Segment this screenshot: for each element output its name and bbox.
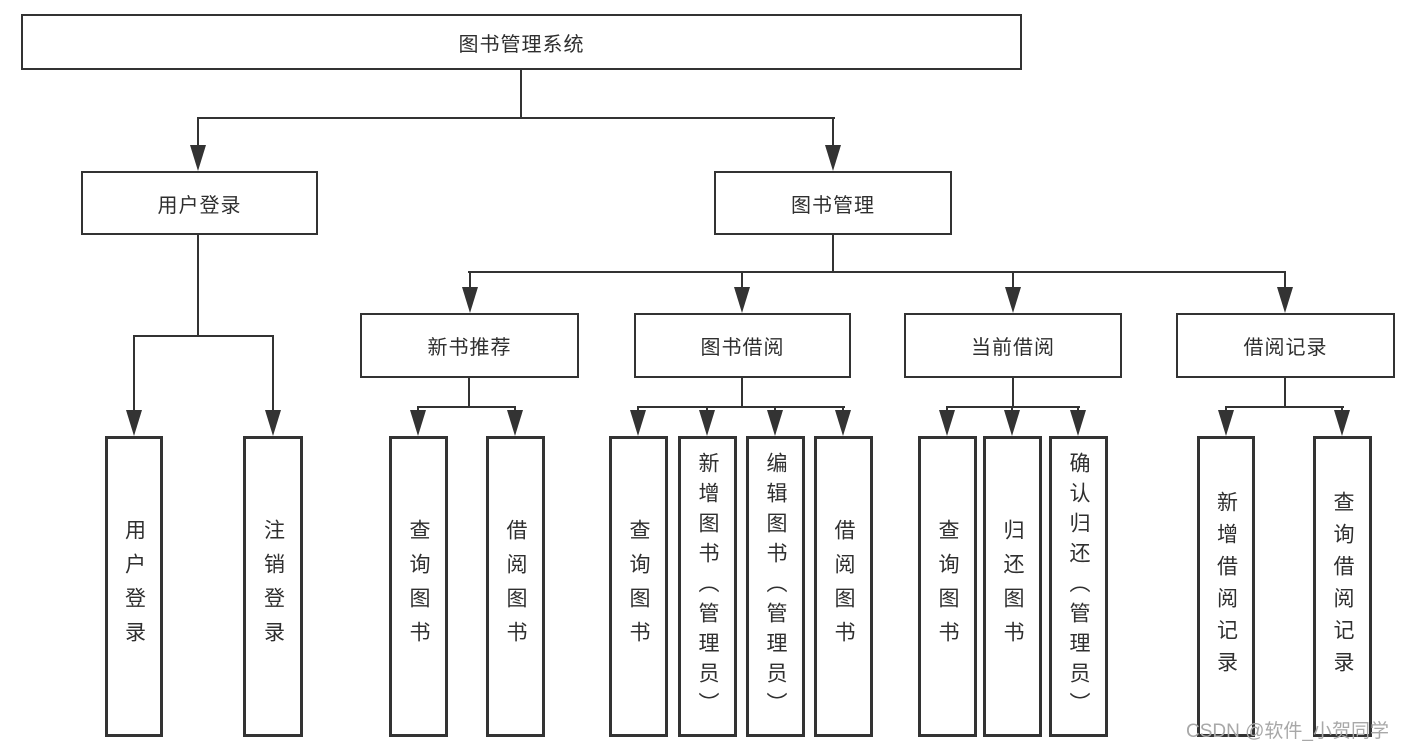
leaf-newbook-query-books: 查询图书 xyxy=(389,436,448,737)
leaf-label: 借阅图书 xyxy=(504,518,527,655)
node-library-system-root: 图书管理系统 xyxy=(21,14,1022,70)
arrow-down-icon xyxy=(265,410,281,436)
arrow-down-icon xyxy=(126,410,142,436)
leaf-current-query-books: 查询图书 xyxy=(918,436,977,737)
node-new-book-recommend: 新书推荐 xyxy=(360,313,579,378)
arrow-down-icon xyxy=(1004,410,1020,436)
leaf-return-books: 归还图书 xyxy=(983,436,1042,737)
arrow-down-icon xyxy=(1070,410,1086,436)
connector-line xyxy=(1012,271,1014,289)
node-label: 新书推荐 xyxy=(427,337,512,359)
node-label: 图书管理 xyxy=(791,194,875,217)
arrow-down-icon xyxy=(190,145,206,171)
leaf-label: 查询借阅记录 xyxy=(1331,490,1354,683)
leaf-label: 注销登录 xyxy=(261,518,285,655)
leaf-label: 归还图书 xyxy=(1001,518,1024,655)
connector-line xyxy=(741,378,743,407)
leaf-add-borrow-record: 新增借阅记录 xyxy=(1197,436,1255,737)
leaf-newbook-borrow-books: 借阅图书 xyxy=(486,436,545,737)
node-label: 借阅记录 xyxy=(1243,337,1328,359)
leaf-edit-book-admin: 编辑图书（管理员） xyxy=(746,436,805,737)
leaf-label: 确认归还（管理员） xyxy=(1067,451,1090,722)
connector-line xyxy=(1225,406,1344,408)
leaf-label: 新增图书（管理员） xyxy=(696,451,719,722)
arrow-down-icon xyxy=(734,287,750,313)
leaf-label: 编辑图书（管理员） xyxy=(764,451,787,722)
connector-line xyxy=(1284,378,1286,407)
leaf-user-login: 用户登录 xyxy=(105,436,163,737)
node-label: 图书借阅 xyxy=(700,337,785,359)
arrow-down-icon xyxy=(630,410,646,436)
arrow-down-icon xyxy=(1334,410,1350,436)
node-book-management: 图书管理 xyxy=(714,171,952,235)
leaf-confirm-return-admin: 确认归还（管理员） xyxy=(1049,436,1108,737)
connector-line xyxy=(1284,271,1286,289)
leaf-label: 查询图书 xyxy=(627,518,650,655)
arrow-down-icon xyxy=(939,410,955,436)
node-book-borrowing: 图书借阅 xyxy=(634,313,851,378)
connector-line xyxy=(469,271,471,289)
leaf-label: 新增借阅记录 xyxy=(1214,490,1238,683)
connector-line xyxy=(468,378,470,407)
arrow-down-icon xyxy=(1005,287,1021,313)
arrow-down-icon xyxy=(1218,410,1234,436)
connector-line xyxy=(417,406,516,408)
node-user-login: 用户登录 xyxy=(81,171,318,235)
connector-line xyxy=(133,335,274,337)
connector-line xyxy=(637,406,845,408)
node-borrowing-records: 借阅记录 xyxy=(1176,313,1395,378)
arrow-down-icon xyxy=(410,410,426,436)
node-label: 当前借阅 xyxy=(971,337,1055,359)
connector-line xyxy=(1012,378,1014,407)
leaf-borrowing-query-books: 查询图书 xyxy=(609,436,668,737)
arrow-down-icon xyxy=(1277,287,1293,313)
leaf-label: 查询图书 xyxy=(407,518,430,655)
arrow-down-icon xyxy=(462,287,478,313)
connector-line xyxy=(197,235,199,337)
csdn-watermark: CSDN @软件_小贺同学 xyxy=(1186,721,1389,742)
arrow-down-icon xyxy=(835,410,851,436)
node-current-borrowing: 当前借阅 xyxy=(904,313,1122,378)
leaf-label: 借阅图书 xyxy=(832,518,855,655)
connector-line xyxy=(832,117,834,150)
arrow-down-icon xyxy=(507,410,523,436)
connector-line xyxy=(133,335,135,411)
node-label: 用户登录 xyxy=(157,194,242,217)
leaf-query-borrow-record: 查询借阅记录 xyxy=(1313,436,1372,737)
arrow-down-icon xyxy=(699,410,715,436)
connector-line xyxy=(946,406,1080,408)
leaf-logout: 注销登录 xyxy=(243,436,303,737)
connector-line xyxy=(468,271,1286,273)
leaf-label: 用户登录 xyxy=(122,518,146,655)
leaf-borrowing-borrow-books: 借阅图书 xyxy=(814,436,873,737)
arrow-down-icon xyxy=(767,410,783,436)
connector-line xyxy=(197,117,835,119)
leaf-add-book-admin: 新增图书（管理员） xyxy=(678,436,737,737)
connector-line xyxy=(272,335,274,411)
connector-line xyxy=(520,69,522,119)
connector-line xyxy=(197,117,199,150)
connector-line xyxy=(741,271,743,289)
node-label: 图书管理系统 xyxy=(458,33,585,56)
leaf-label: 查询图书 xyxy=(936,518,959,655)
connector-line xyxy=(832,235,834,273)
arrow-down-icon xyxy=(825,145,841,171)
